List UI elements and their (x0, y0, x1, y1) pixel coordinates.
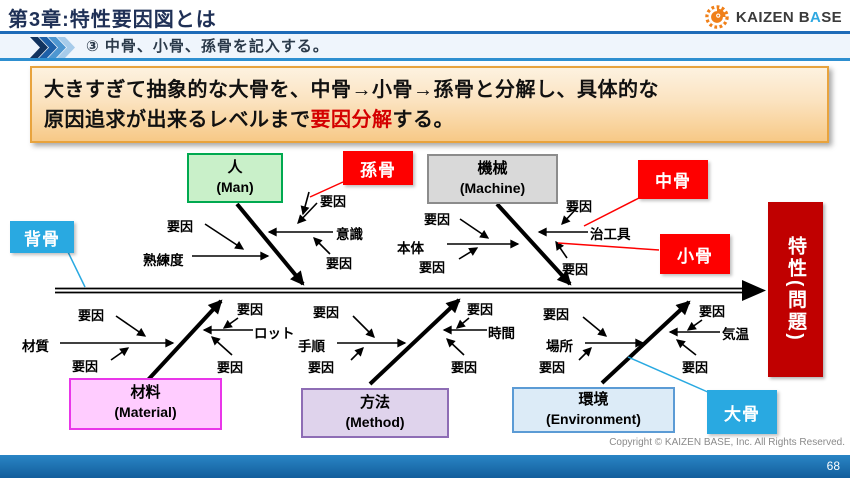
grandchild-bone-label-box: 孫骨 (343, 151, 413, 185)
spine-line (55, 280, 766, 301)
cause-label-time: 時間 (488, 326, 515, 341)
category-method-en: (Method) (345, 414, 405, 430)
callout-line2-suffix: する。 (392, 109, 454, 131)
copyright-text: Copyright © KAIZEN BASE, Inc. All Rights… (609, 437, 845, 448)
small-bone-label-box: 小骨 (660, 234, 730, 274)
header-divider (0, 31, 850, 34)
category-environment-en: (Environment) (546, 411, 641, 427)
footer-bar: 68 (0, 455, 850, 478)
factor-label: 要因 (320, 194, 347, 209)
cause-label-temperature: 気温 (722, 327, 749, 342)
factor-label: 要因 (326, 256, 353, 271)
factor-label: 要因 (543, 307, 570, 322)
category-machine-en: (Machine) (459, 180, 526, 196)
cause-label-skill: 熟練度 (143, 253, 184, 268)
factor-label: 要因 (308, 360, 335, 375)
factor-label: 要因 (237, 302, 264, 317)
factor-label: 要因 (167, 219, 194, 234)
factor-label: 要因 (313, 305, 340, 320)
callout-highlight: 要因分解 (310, 109, 393, 131)
cause-label-place: 場所 (546, 339, 573, 354)
category-man-jp: 人 (227, 159, 243, 176)
factor-label: 要因 (539, 360, 566, 375)
brand-text: KAIZEN BASE (735, 8, 842, 26)
factor-label: 要因 (562, 262, 589, 277)
page-number: 68 (826, 459, 840, 473)
category-method-jp: 方法 (359, 394, 390, 411)
factor-label: 要因 (467, 302, 494, 317)
callout-box: 大きすぎて抽象的な大骨を、中骨→小骨→孫骨と分解し、具体的な 原因追求が出来るレ… (30, 66, 829, 143)
big-bones (145, 202, 691, 386)
factor-label: 要因 (419, 260, 446, 275)
red-pointer-lines (309, 181, 660, 251)
cause-label-body: 本体 (397, 241, 424, 256)
page-title: 第3章:特性要因図とは (8, 9, 217, 31)
factor-label: 要因 (699, 304, 726, 319)
factor-label: 要因 (566, 199, 593, 214)
factor-label: 要因 (217, 360, 244, 375)
category-material-jp: 材料 (130, 384, 161, 401)
big-bone-label-box: 大骨 (707, 390, 777, 434)
kaizen-base-logo: KAIZEN BASE (704, 4, 842, 30)
effect-box: 特性(問題) (768, 202, 823, 377)
category-man-en: (Man) (216, 179, 254, 195)
category-environment-jp: 環境 (578, 391, 609, 408)
blue-pointer-lines (67, 251, 711, 394)
cause-label-lot: ロット (254, 326, 295, 341)
callout-line1: 大きすぎて抽象的な大骨を、中骨→小骨→孫骨と分解し、具体的な (44, 79, 659, 101)
category-box-method: 方法 (Method) (301, 388, 449, 438)
cause-label-jig: 治工具 (590, 227, 631, 242)
step-banner: ③ 中骨、小骨、孫骨を記入する。 (0, 34, 850, 61)
category-box-man: 人 (Man) (187, 153, 283, 203)
step-banner-label: ③ 中骨、小骨、孫骨を記入する。 (86, 38, 329, 55)
category-box-machine: 機械 (Machine) (427, 154, 558, 204)
small-bones (110, 191, 703, 361)
category-box-material: 材料 (Material) (69, 378, 222, 430)
triple-chevron-arrow-icon (30, 37, 75, 58)
factor-label: 要因 (424, 212, 451, 227)
middle-bone-label-box: 中骨 (638, 160, 708, 199)
category-box-environment: 環境 (Environment) (512, 387, 675, 433)
cause-label-quality: 材質 (22, 339, 49, 354)
spine-label-box: 背骨 (10, 221, 74, 253)
factor-label: 要因 (682, 360, 709, 375)
category-material-en: (Material) (114, 404, 177, 420)
middle-bones (60, 227, 720, 348)
category-machine-jp: 機械 (477, 160, 508, 177)
cause-label-procedure: 手順 (298, 339, 325, 354)
callout-line2-prefix: 原因追求が出来るレベルまで (44, 109, 311, 131)
factor-label: 要因 (72, 359, 99, 374)
factor-label: 要因 (451, 360, 478, 375)
factor-label: 要因 (78, 308, 105, 323)
cause-label-awareness: 意識 (336, 227, 363, 242)
gear-swirl-icon (705, 5, 729, 29)
